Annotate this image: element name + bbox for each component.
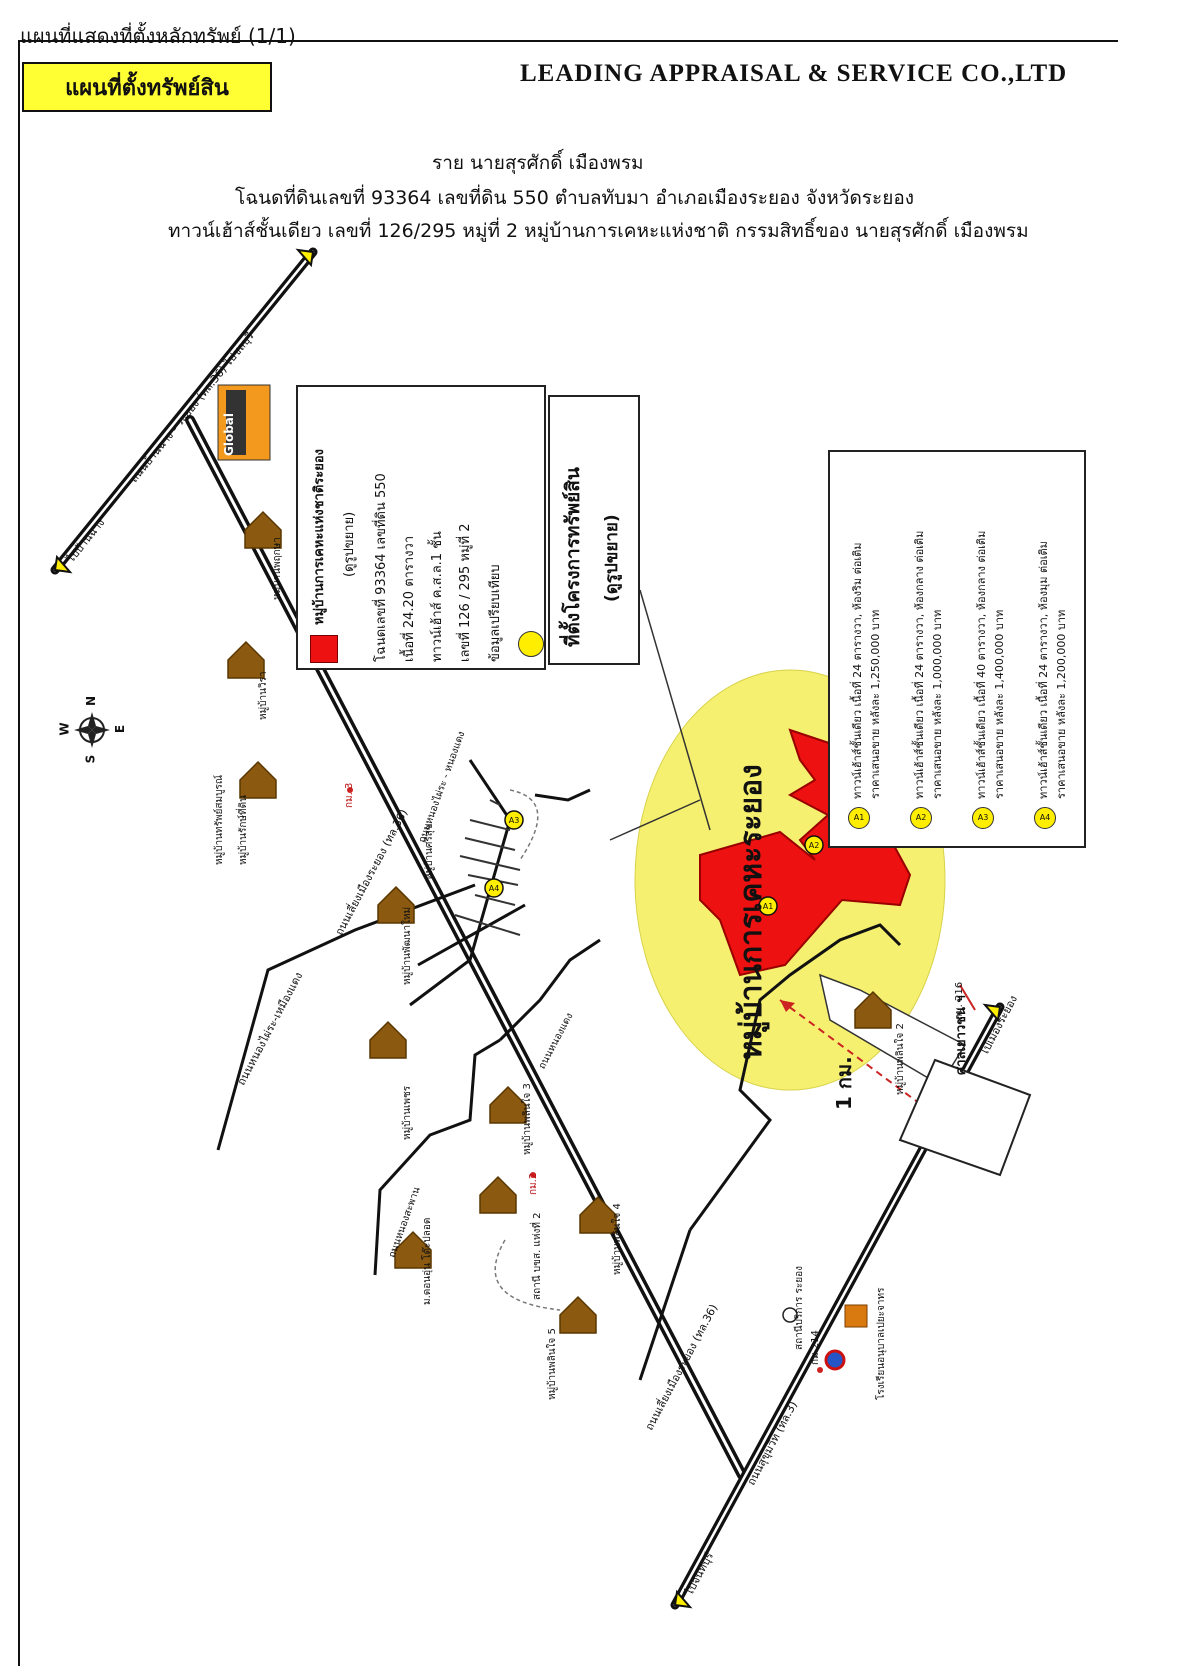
km216-pointer — [959, 984, 976, 1011]
house-icon — [479, 1175, 517, 1214]
police-box — [898, 1058, 1032, 1177]
road-nongsonong — [216, 883, 476, 1151]
legend-area: เนื้อที่ 24.20 ตารางวา — [402, 535, 417, 662]
village-label: หมู่บ้านทรัพย์สมบูรณ์ — [214, 774, 225, 865]
project-label-box: ที่ตั้งโครงการทรัพย์สิน (ดูรูปขยาย) — [548, 395, 640, 665]
compass-e: E — [113, 724, 128, 734]
company-name: LEADING APPRAISAL & SERVICE CO.,LTD — [520, 60, 1068, 87]
arrow-chonburi — [295, 248, 315, 268]
village-label: หมู่บ้านพลินใจ 4 — [612, 1203, 623, 1275]
A4-marker: A4 — [1034, 807, 1056, 829]
legend-comparables: ข้อมูลเปรียบเทียบ — [488, 564, 503, 662]
map-A2 — [804, 835, 824, 855]
police-label: ศาลเยาวชน ฯ — [954, 995, 969, 1075]
arrow-chanthaburi — [673, 1589, 693, 1609]
legend-subject-title: หมู่บ้านการเคหะแห่งชาติระยอง — [312, 448, 327, 625]
gas-station-icon — [782, 1307, 798, 1323]
document-title: แผนที่แสดงที่ตั้งหลักทรัพย์ (1/1) — [20, 24, 296, 48]
km3-label: กม. 3 — [344, 782, 355, 808]
house-icon — [489, 1085, 527, 1124]
A2-marker: A2 — [910, 807, 932, 829]
compass-s: S — [83, 754, 98, 764]
road-project-access — [688, 923, 902, 1231]
compass-n: N — [84, 695, 99, 707]
comparables-box: A1 ทาวน์เฮ้าส์ชั้นเดียว เนื้อที่ 24 ตารา… — [828, 450, 1086, 848]
svg-text:A3: A3 — [509, 816, 520, 825]
village-label: หมู่บ้านพฤกษา — [272, 537, 283, 600]
village-label: หมู่บ้านรักษ์ที่ดิน — [238, 795, 249, 865]
owner-line: ราย นายสุรศักดิ์ เมืองพรม — [432, 152, 644, 174]
A1-text: ทาวน์เฮ้าส์ชั้นเดียว เนื้อที่ 24 ตารางวา… — [851, 542, 864, 799]
house-icon — [579, 1195, 617, 1234]
A3-price: ราคาเสนอขาย หลังละ 1,400,000 บาท — [993, 609, 1006, 799]
global-label: Global — [222, 412, 236, 456]
km214-label: กม.214 — [810, 1330, 821, 1365]
legend-box: หมู่บ้านการเคหะแห่งชาติระยอง (ดูรูปขยาย)… — [296, 385, 546, 670]
arrow-banchang — [53, 554, 73, 574]
A2-text: ทาวน์เฮ้าส์ชั้นเดียว เนื้อที่ 24 ตารางวา… — [913, 530, 926, 799]
A4-text: ทาวน์เฮ้าส์ชั้นเดียว เนื้อที่ 24 ตารางวา… — [1037, 541, 1050, 799]
project-title: ที่ตั้งโครงการทรัพย์สิน — [562, 467, 584, 647]
map-A3 — [504, 810, 524, 830]
house-line: ทาวน์เฮ้าส์ชั้นเดียว เลขที่ 126/295 หมู่… — [168, 220, 1029, 242]
house-icon — [239, 760, 277, 799]
A2-price: ราคาเสนอขาย หลังละ 1,000,000 บาท — [931, 609, 944, 799]
compass-w: W — [57, 722, 72, 736]
A1-price: ราคาเสนอขาย หลังละ 1,250,000 บาท — [869, 609, 882, 799]
house-icon — [854, 990, 892, 1029]
A3-text: ทาวน์เฮ้าส์ชั้นเดียว เนื้อที่ 40 ตารางวา… — [975, 530, 988, 799]
project-map-label: หมู่บ้านการเคหะระยอง — [734, 764, 769, 1060]
map-A1 — [758, 896, 778, 916]
legend-building: ทาวน์เฮ้าส์ ค.ส.ล.1 ชั้น — [430, 531, 445, 662]
village-label: หมู่บ้านพัฒนาใหม่ — [402, 906, 413, 985]
ptt-icon — [824, 1349, 846, 1371]
A3-marker: A3 — [972, 807, 994, 829]
svg-text:A4: A4 — [489, 884, 500, 893]
school-icon — [844, 1304, 868, 1328]
deed-line: โฉนดที่ดินเลขที่ 93364 เลขที่ดิน 550 ตำบ… — [235, 187, 915, 209]
legend-address: เลขที่ 126 / 295 หมู่ที่ 2 — [458, 523, 473, 662]
village-label: หมู่บ้านศรีสุข — [424, 823, 435, 880]
km2-label: กม.2 — [528, 1172, 539, 1195]
A1-marker: A1 — [848, 807, 870, 829]
house-icon — [227, 640, 265, 679]
distance-line — [779, 999, 936, 1116]
arrow-rayong — [982, 1003, 1002, 1023]
map-A4 — [484, 878, 504, 898]
map-frame — [18, 40, 1118, 1666]
project-zoom: (ดูรูปขยาย) — [602, 514, 622, 602]
distance-label: 1 กม. — [832, 1056, 856, 1110]
village-label: หมู่บ้านวิรา — [258, 671, 269, 720]
legend-comparable-swatch — [518, 631, 544, 657]
road-label-soi-d: ม.ดอนอุ่น โต๊ะปลอด — [422, 1217, 433, 1305]
village-label: หมู่บ้านเพชร — [402, 1085, 413, 1140]
house-icon — [394, 1230, 432, 1269]
legend-deed: โฉนดเลขที่ 93364 เลขที่ดิน 550 — [374, 473, 389, 662]
house-icon — [559, 1295, 597, 1334]
station-label: สถานี บขส. แห่งที่ 2 — [532, 1212, 543, 1301]
compass-rose — [74, 712, 110, 748]
A4-price: ราคาเสนอขาย หลังละ 1,200,000 บาท — [1055, 609, 1068, 799]
village-label: หมู่บ้านพลินใจ 3 — [522, 1083, 533, 1155]
house-icon — [369, 1020, 407, 1059]
svg-text:A2: A2 — [809, 841, 820, 850]
legend-zoom: (ดูรูปขยาย) — [342, 511, 357, 577]
house-icon — [377, 885, 415, 924]
school-label: โรงเรียนอนุบาลเปยะจาทร — [876, 1287, 887, 1400]
village-label: หมู่บ้านพลินใจ 2 — [895, 1023, 906, 1095]
legend-subject-swatch — [310, 635, 338, 663]
svg-text:A1: A1 — [763, 902, 774, 911]
map-badge: แผนที่ตั้งทรัพย์สิน — [22, 62, 272, 112]
village-label: หมู่บ้านพลินใจ 5 — [547, 1328, 558, 1400]
house-icon — [244, 510, 282, 549]
ptt-label: สถานีบริการ ระยอง — [794, 1265, 805, 1350]
